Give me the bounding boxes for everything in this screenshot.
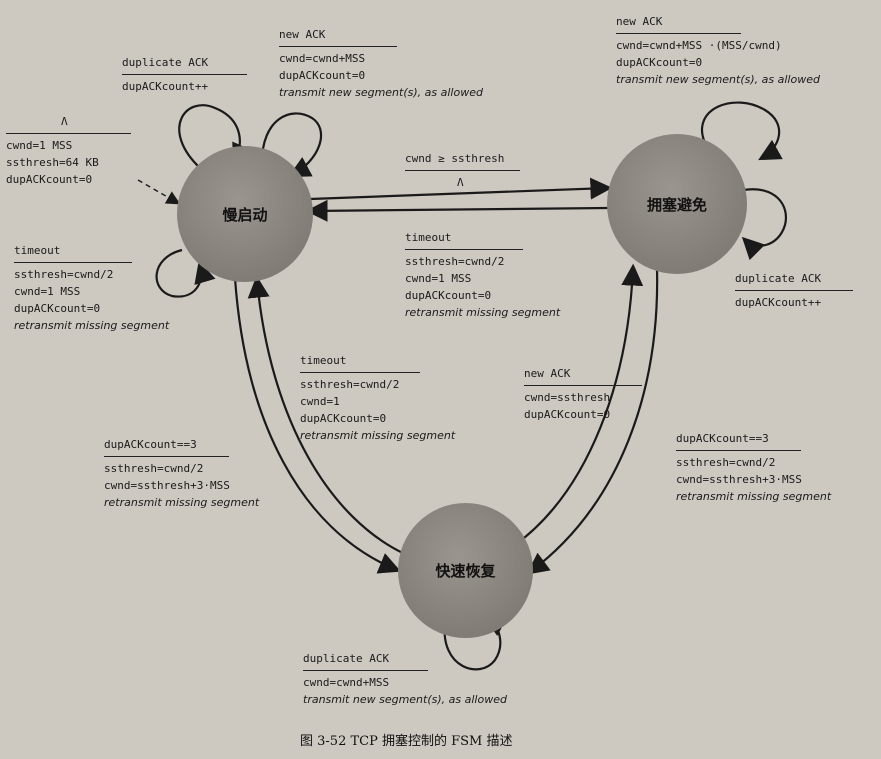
event: timeout bbox=[14, 244, 61, 257]
event: timeout bbox=[300, 354, 347, 367]
state-label: 快速恢复 bbox=[435, 562, 496, 580]
fr-to-ca-arrow bbox=[514, 263, 644, 546]
action: cwnd=ssthresh+3·MSS bbox=[676, 473, 802, 486]
label-ca-new-ack: new ACK cwnd=cwnd+MSS ·(MSS/cwnd) dupACK… bbox=[616, 13, 820, 88]
action: dupACKcount=0 bbox=[300, 412, 387, 425]
action: Λ bbox=[457, 176, 464, 189]
action: cwnd=1 MSS bbox=[405, 272, 472, 285]
action: dupACKcount++ bbox=[735, 296, 822, 309]
action: ssthresh=cwnd/2 bbox=[14, 268, 114, 281]
note: retransmit missing segment bbox=[14, 319, 170, 332]
action: ssthresh=cwnd/2 bbox=[676, 456, 776, 469]
label-fr-to-ss-timeout: timeout ssthresh=cwnd/2 cwnd=1 dupACKcou… bbox=[300, 352, 455, 444]
label-fr-to-ca-new-ack: new ACK cwnd=ssthresh dupACKcount=0 bbox=[524, 365, 642, 423]
label-initial: Λ cwnd=1 MSS ssthresh=64 KB dupACKcount=… bbox=[6, 113, 131, 188]
event: duplicate ACK bbox=[303, 652, 390, 665]
label-ca-to-fr-dup3: dupACKcount==3 ssthresh=cwnd/2 cwnd=ssth… bbox=[676, 430, 831, 505]
event: duplicate ACK bbox=[735, 272, 822, 285]
note: transmit new segment(s), as allowed bbox=[616, 73, 820, 86]
label-ss-timeout: timeout ssthresh=cwnd/2 cwnd=1 MSS dupAC… bbox=[14, 242, 169, 334]
ca-dup-ack-loop bbox=[741, 188, 788, 261]
state-fast-recovery: 快速恢复 bbox=[398, 503, 533, 638]
action: cwnd=ssthresh bbox=[524, 391, 611, 404]
ss-to-ca-arrow bbox=[309, 177, 613, 201]
action: dupACKcount=0 bbox=[6, 173, 93, 186]
event: new ACK bbox=[279, 28, 326, 41]
action: dupACKcount=0 bbox=[14, 302, 101, 315]
ca-to-fr-arrow bbox=[526, 267, 659, 575]
event: new ACK bbox=[616, 15, 663, 28]
event: Λ bbox=[61, 115, 68, 128]
state-congestion-avoidance: 拥塞避免 bbox=[607, 134, 747, 274]
event: dupACKcount==3 bbox=[104, 438, 197, 451]
label-ca-to-ss-timeout: timeout ssthresh=cwnd/2 cwnd=1 MSS dupAC… bbox=[405, 229, 560, 321]
state-label: 慢启动 bbox=[222, 205, 268, 224]
note: transmit new segment(s), as allowed bbox=[279, 86, 483, 99]
event: timeout bbox=[405, 231, 452, 244]
ca-new-ack-loop bbox=[701, 101, 783, 161]
ss-new-ack-loop bbox=[260, 112, 323, 178]
ca-to-ss-arrow bbox=[305, 199, 609, 222]
label-ss-new-ack: new ACK cwnd=cwnd+MSS dupACKcount=0 tran… bbox=[279, 26, 483, 101]
label-fr-dup-ack: duplicate ACK cwnd=cwnd+MSS transmit new… bbox=[303, 650, 507, 708]
action: dupACKcount++ bbox=[122, 80, 209, 93]
figure-caption: 图 3-52 TCP 拥塞控制的 FSM 描述 bbox=[300, 734, 513, 749]
note: transmit new segment(s), as allowed bbox=[303, 693, 507, 706]
ss-timeout-loop bbox=[155, 248, 216, 298]
event: new ACK bbox=[524, 367, 571, 380]
action: cwnd=cwnd+MSS bbox=[279, 52, 366, 65]
state-slow-start: 慢启动 bbox=[177, 146, 313, 282]
label-ss-dup-ack: duplicate ACK dupACKcount++ bbox=[122, 54, 247, 95]
note: retransmit missing segment bbox=[300, 429, 456, 442]
action: dupACKcount=0 bbox=[524, 408, 611, 421]
action: dupACKcount=0 bbox=[405, 289, 492, 302]
action: dupACKcount=0 bbox=[279, 69, 366, 82]
action: ssthresh=cwnd/2 bbox=[104, 462, 204, 475]
event: cwnd ≥ ssthresh bbox=[405, 152, 505, 165]
action: ssthresh=64 KB bbox=[6, 156, 99, 169]
initial-arrow bbox=[137, 179, 181, 205]
action: cwnd=cwnd+MSS ·(MSS/cwnd) bbox=[616, 39, 782, 52]
event: dupACKcount==3 bbox=[676, 432, 769, 445]
ss-to-fr-arrow bbox=[233, 277, 402, 574]
action: ssthresh=cwnd/2 bbox=[405, 255, 505, 268]
action: dupACKcount=0 bbox=[616, 56, 703, 69]
label-ss-to-fr-dup3: dupACKcount==3 ssthresh=cwnd/2 cwnd=ssth… bbox=[104, 436, 259, 511]
label-ss-to-ca: cwnd ≥ ssthresh Λ bbox=[405, 150, 520, 191]
state-label: 拥塞避免 bbox=[646, 195, 707, 214]
note: retransmit missing segment bbox=[405, 306, 561, 319]
action: ssthresh=cwnd/2 bbox=[300, 378, 400, 391]
note: retransmit missing segment bbox=[104, 496, 260, 509]
action: cwnd=1 bbox=[300, 395, 340, 408]
action: cwnd=1 MSS bbox=[6, 139, 73, 152]
event: duplicate ACK bbox=[122, 56, 209, 69]
label-ca-dup-ack: duplicate ACK dupACKcount++ bbox=[735, 270, 853, 311]
action: cwnd=1 MSS bbox=[14, 285, 81, 298]
action: cwnd=cwnd+MSS bbox=[303, 676, 390, 689]
fr-to-ss-arrow bbox=[247, 275, 408, 557]
ss-dup-ack-loop bbox=[178, 104, 253, 169]
action: cwnd=ssthresh+3·MSS bbox=[104, 479, 230, 492]
note: retransmit missing segment bbox=[676, 490, 832, 503]
